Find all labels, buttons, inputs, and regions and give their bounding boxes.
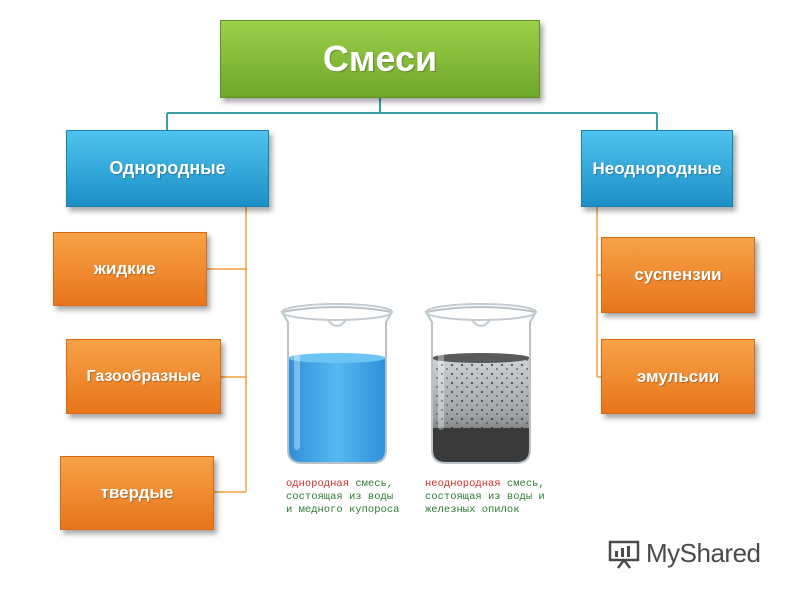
presentation-board-icon [608,540,640,569]
liquid-label: жидкие [94,259,156,278]
caption-heterogeneous-highlight: неоднородная [425,478,501,490]
caption-homogeneous-line2: состоящая из воды [286,491,394,503]
homogeneous-node: Однородные [66,130,269,207]
caption-homogeneous-highlight: однородная [286,478,350,490]
heterogeneous-node: Неоднородные [581,130,733,207]
caption-heterogeneous: неоднородная смесь, состоящая из воды и … [425,478,545,517]
beaker-iron-filings [424,303,538,464]
caption-homogeneous-line3: и медного купороса [286,504,400,516]
suspension-label: суспензии [634,265,722,284]
liquid-node: жидкие [53,232,207,306]
caption-heterogeneous-line3: железных опилок [425,504,520,516]
caption-homogeneous: однородная смесь, состоящая из воды и ме… [286,478,399,517]
homogeneous-label: Однородные [109,158,226,178]
gaseous-label: Газообразные [86,367,201,385]
suspension-node: суспензии [601,237,755,313]
emulsion-label: эмульсии [636,366,720,386]
root-node: Смеси [220,20,540,98]
caption-heterogeneous-rest: смесь, [500,478,545,490]
beaker-copper-sulfate [280,303,394,464]
watermark-text: MyShared [646,538,761,568]
emulsion-node: эмульсии [601,339,755,414]
solid-node: твердые [60,456,214,530]
gaseous-node: Газообразные [66,339,221,414]
root-label: Смеси [322,38,438,79]
heterogeneous-label: Неоднородные [592,158,722,178]
watermark-logo: MyShared [608,538,761,569]
caption-heterogeneous-line2: состоящая из воды и [425,491,545,503]
caption-homogeneous-rest: смесь, [349,478,394,490]
solid-label: твердые [100,483,174,502]
